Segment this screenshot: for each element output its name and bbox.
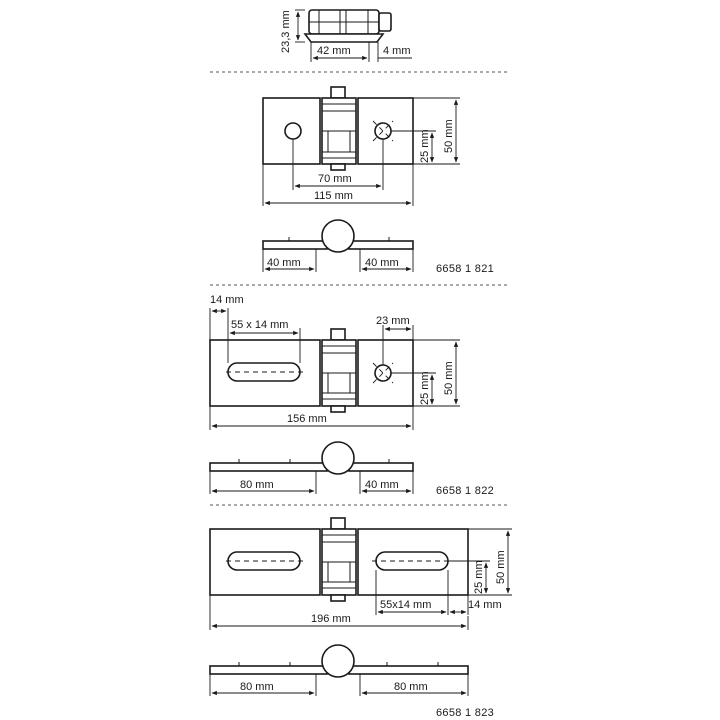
- hinge-823: 25 mm 50 mm 55x14 mm 14 mm 196 mm: [209, 517, 512, 719]
- hinge-821-hole-left: [284, 122, 302, 140]
- hinge-821-hole-offset-label: 25 mm: [419, 129, 431, 163]
- hinge-822-side-right-leaf: [348, 462, 414, 472]
- hinge-822-hole-offset-label: 25 mm: [419, 371, 431, 405]
- hinge-821-side-right-leaf: [348, 240, 414, 250]
- hinge-823-side-right-leaf: [348, 665, 469, 675]
- hinge-821-left-leaf-label: 40 mm: [267, 257, 301, 269]
- hinge-823-plan: 25 mm 50 mm 55x14 mm 14 mm 196 mm: [209, 517, 512, 630]
- hinge-821-right-leaf-label: 40 mm: [365, 257, 399, 269]
- hinge-823-nut-top: [330, 517, 346, 530]
- top-view-nut: [378, 12, 392, 32]
- hinge-822-side-knuckle: [321, 441, 355, 475]
- hinge-822: 14 mm 55 x 14 mm 23 mm 156 mm 25 mm 50 m…: [209, 294, 494, 497]
- hinge-823-nut-bottom: [330, 594, 346, 602]
- top-view-width-label: 42 mm: [317, 45, 351, 57]
- hinge-823-hole-offset-label: 25 mm: [473, 560, 485, 594]
- hinge-821-side: 40 mm 40 mm: [262, 219, 414, 272]
- top-view-base: [303, 33, 385, 43]
- hinge-823-side-knuckle: [321, 644, 355, 678]
- hinge-821-hole-spacing-label: 70 mm: [318, 173, 352, 185]
- hinge-823-side-left-leaf: [209, 665, 328, 675]
- hinge-821: 70 mm 115 mm 25 mm 50 mm: [262, 86, 494, 275]
- top-view-extra-label: 4 mm: [383, 45, 411, 57]
- hinge-821-code: 6658 1 821: [436, 263, 494, 275]
- hinge-823-side: 80 mm 80 mm: [209, 644, 469, 696]
- hinge-822-plan: 14 mm 55 x 14 mm 23 mm 156 mm 25 mm 50 m…: [209, 294, 460, 430]
- hinge-822-side: 80 mm 40 mm: [209, 441, 414, 494]
- hinge-821-side-left-leaf: [262, 240, 328, 250]
- hinge-822-hole-offset-top-label: 23 mm: [376, 315, 410, 327]
- top-view-height-label: 23,3 mm: [280, 10, 292, 53]
- top-view: 23,3 mm 42 mm 4 mm: [280, 9, 412, 62]
- hinge-822-length-label: 156 mm: [287, 413, 327, 425]
- hinge-822-edge-offset-label: 14 mm: [210, 294, 244, 306]
- hinge-822-code: 6658 1 822: [436, 485, 494, 497]
- hinge-823-slot-label: 55x14 mm: [380, 599, 431, 611]
- hinge-823-left-leaf-label: 80 mm: [240, 681, 274, 693]
- hinge-821-height-label: 50 mm: [443, 119, 455, 153]
- hinge-822-side-left-leaf: [209, 462, 328, 472]
- hinge-821-length-label: 115 mm: [314, 190, 353, 202]
- hinge-822-slot-label: 55 x 14 mm: [231, 319, 288, 331]
- hinge-821-side-knuckle: [321, 219, 355, 253]
- hinge-823-right-leaf-label: 80 mm: [394, 681, 428, 693]
- hinge-823-length-label: 196 mm: [311, 613, 351, 625]
- hinge-822-left-leaf-label: 80 mm: [240, 479, 274, 491]
- hinge-821-nut-top: [330, 86, 346, 99]
- hinge-823-edge-offset-label: 14 mm: [468, 599, 502, 611]
- hinge-822-height-label: 50 mm: [443, 361, 455, 395]
- hinge-823-code: 6658 1 823: [436, 707, 494, 719]
- hinge-822-nut-bottom: [330, 405, 346, 413]
- hinge-821-plan: 70 mm 115 mm 25 mm 50 mm: [262, 86, 460, 206]
- hinge-823-height-label: 50 mm: [495, 550, 507, 584]
- hinge-821-nut-bottom: [330, 163, 346, 171]
- hinge-822-right-leaf-label: 40 mm: [365, 479, 399, 491]
- hinge-822-nut-top: [330, 328, 346, 341]
